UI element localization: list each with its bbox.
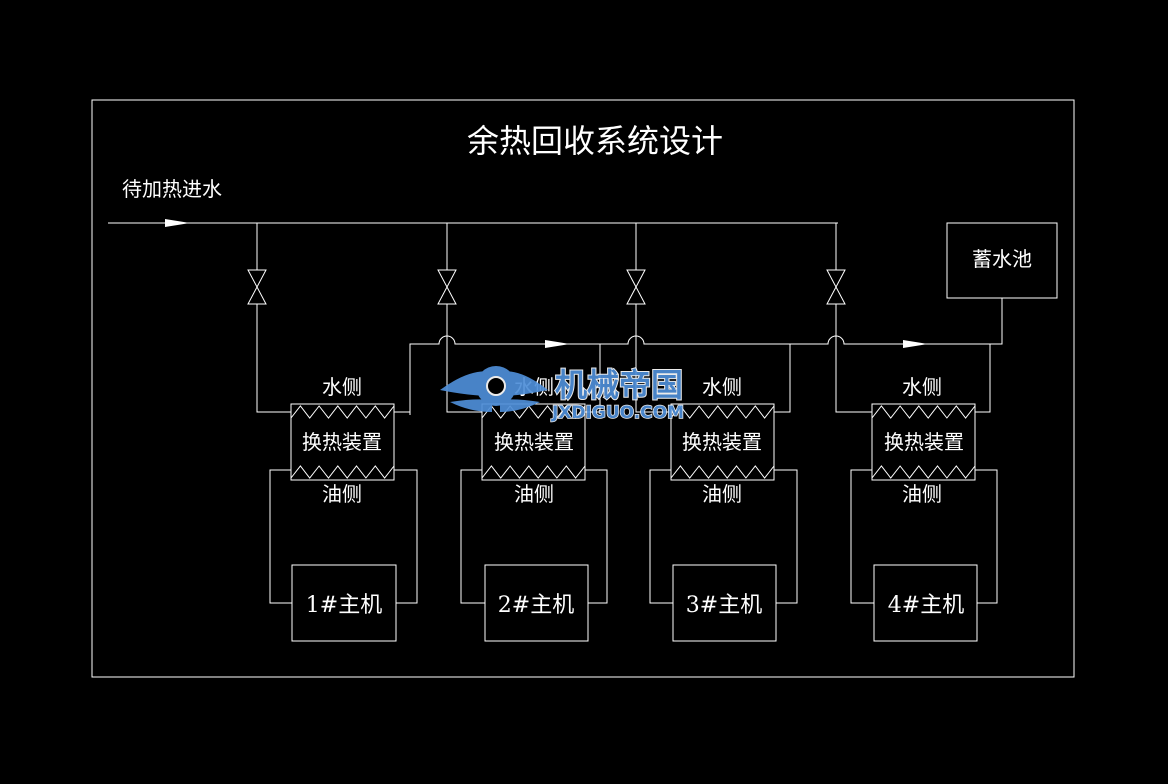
heat-exchanger	[670, 403, 775, 481]
oil-loop	[850, 469, 998, 604]
host-label: 1#主机	[306, 593, 382, 618]
oil-loop	[649, 469, 798, 604]
host-machine	[873, 564, 978, 642]
drawing-frame	[91, 99, 1075, 678]
oil-loop	[460, 469, 608, 604]
exchanger-label: 换热装置	[302, 430, 382, 454]
exchanger-label: 换热装置	[884, 430, 964, 454]
supply-drop	[256, 223, 291, 413]
valve-icon	[626, 269, 646, 305]
return-riser	[585, 344, 601, 413]
exchanger-coil-bottom	[670, 465, 775, 479]
return-riser	[975, 344, 991, 413]
supply-drop	[635, 223, 671, 413]
return-arrow-icon-1	[545, 340, 570, 348]
inlet-arrow-icon	[165, 219, 190, 227]
watermark-brand: 机械帝国	[555, 366, 683, 404]
unit-1: 水侧 换热装置 油侧 1#主机	[247, 223, 418, 642]
exchanger-coil-bottom	[290, 465, 395, 479]
watermark-url: JXDIGUO.COM	[551, 403, 684, 423]
supply-drop	[835, 223, 872, 413]
watermark-gear-hub-icon	[486, 376, 506, 396]
host-machine	[672, 564, 777, 642]
exchanger-coil-bottom	[481, 465, 586, 479]
heat-exchanger	[871, 403, 976, 481]
host-machine	[291, 564, 397, 642]
host-label: 3#主机	[686, 593, 762, 618]
return-arrow-icon-2	[903, 340, 928, 348]
inlet-label: 待加热进水	[122, 177, 222, 201]
unit-3: 水侧 换热装置 油侧 3#主机	[626, 223, 798, 642]
oil-side-label: 油侧	[514, 482, 554, 506]
diagram-title: 余热回收系统设计	[467, 122, 723, 160]
exchanger-coil-top	[481, 405, 586, 419]
exchanger-coil-top	[871, 405, 976, 419]
heat-exchanger	[290, 403, 395, 481]
host-label: 2#主机	[498, 593, 574, 618]
oil-side-label: 油侧	[322, 482, 362, 506]
valve-icon	[437, 269, 457, 305]
water-side-label: 水侧	[702, 375, 742, 399]
valve-icon	[826, 269, 846, 305]
return-riser	[394, 344, 411, 413]
host-machine	[484, 564, 589, 642]
oil-side-label: 油侧	[702, 482, 742, 506]
valve-icon	[247, 269, 267, 305]
unit-4: 水侧 换热装置 油侧 4#主机	[826, 223, 998, 642]
exchanger-coil-bottom	[871, 465, 976, 479]
exchanger-coil-top	[290, 405, 395, 419]
return-riser	[774, 344, 791, 413]
oil-side-label: 油侧	[902, 482, 942, 506]
watermark: 机械帝国 JXDIGUO.COM	[440, 365, 685, 424]
exchanger-label: 换热装置	[494, 430, 574, 454]
exchanger-label: 换热装置	[682, 430, 762, 454]
tank-label: 蓄水池	[972, 247, 1032, 271]
water-side-label: 水侧	[322, 375, 362, 399]
supply-drop	[446, 223, 482, 413]
host-label: 4#主机	[888, 593, 964, 618]
exchanger-coil-top	[670, 405, 775, 419]
unit-2: 水侧 换热装置 油侧 2#主机	[437, 223, 608, 642]
water-side-label: 水侧	[902, 375, 942, 399]
oil-loop	[269, 469, 418, 604]
